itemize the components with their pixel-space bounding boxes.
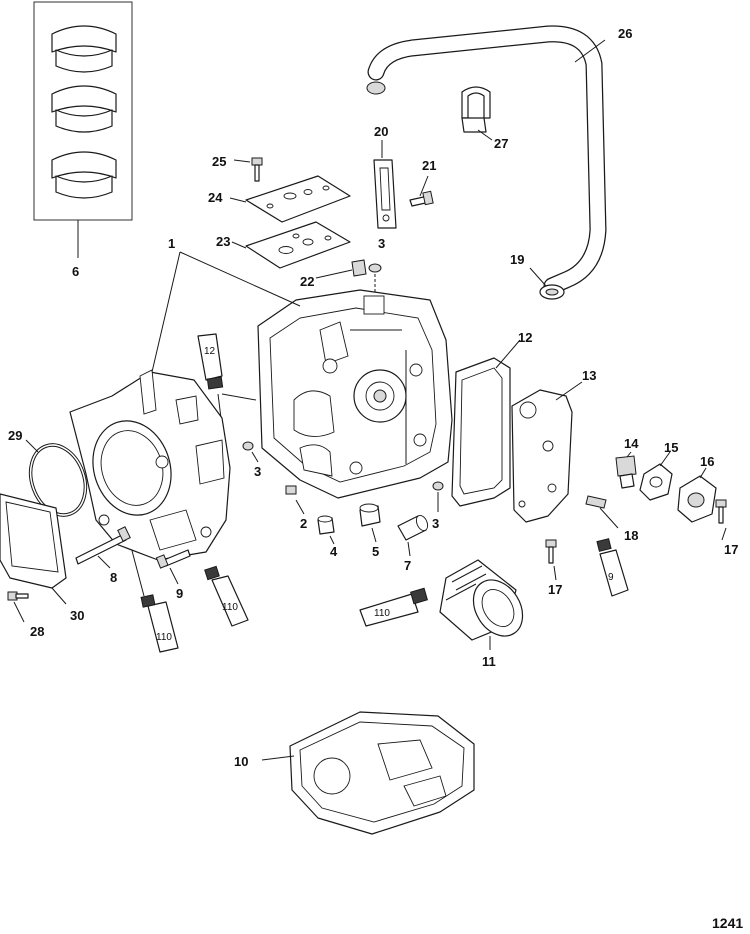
- tube-label-12: 12: [204, 346, 216, 357]
- lubricant-tube-110-c: 110: [359, 587, 429, 627]
- tube-label-110-a: 110: [156, 632, 172, 643]
- bracket-20: [373, 140, 397, 229]
- screw-28: [7, 591, 29, 623]
- screw-8: [75, 526, 131, 569]
- hose-clamp-19: [529, 267, 565, 300]
- bushing-4: [317, 515, 335, 545]
- callout-28: 28: [30, 624, 44, 639]
- tube-label-110-c: 110: [374, 608, 390, 619]
- callout-15: 15: [664, 440, 678, 455]
- tube-label-110-b: 110: [222, 602, 238, 613]
- callout-labels: 1 2 3 3 3 4 5 6 7 8 9 10 11 12 13 14 15 …: [8, 26, 738, 769]
- callout-30: 30: [70, 608, 84, 623]
- cover-30: [0, 493, 67, 605]
- callout-13: 13: [582, 368, 596, 383]
- callout-7: 7: [404, 558, 411, 573]
- callout-16: 16: [700, 454, 714, 469]
- cover-13: [511, 381, 583, 523]
- callout-14: 14: [624, 436, 639, 451]
- lubricant-tube-9: 9: [596, 538, 629, 597]
- callout-29: 29: [8, 428, 22, 443]
- screw-17-left: [545, 539, 557, 581]
- gasket-12: [451, 339, 521, 507]
- screw-9: [155, 549, 191, 585]
- callout-24: 24: [208, 190, 223, 205]
- oil-filter: [439, 559, 524, 650]
- callout-25: 25: [212, 154, 226, 169]
- callout-3-top: 3: [378, 236, 385, 251]
- callout-6: 6: [72, 264, 79, 279]
- callout-20: 20: [374, 124, 388, 139]
- callout-21: 21: [422, 158, 436, 173]
- callout-19: 19: [510, 252, 524, 267]
- callout-27: 27: [494, 136, 508, 151]
- callout-10: 10: [234, 754, 248, 769]
- pin-3-top: [368, 263, 382, 296]
- callout-8: 8: [110, 570, 117, 585]
- dowel-3-left: [242, 441, 259, 463]
- callout-23: 23: [216, 234, 230, 249]
- callout-11: 11: [482, 654, 496, 669]
- callout-5: 5: [372, 544, 379, 559]
- dowel-3-right: [432, 481, 444, 512]
- fitting-18: [585, 495, 619, 529]
- callout-17-left: 17: [548, 582, 562, 597]
- dowel-22: [315, 259, 367, 279]
- callout-17-right: 17: [724, 542, 738, 557]
- callout-1: 1: [168, 236, 175, 251]
- lubricant-tube-12: 12: [197, 333, 224, 427]
- powerhead-gasket-10: [261, 711, 475, 835]
- callout-3-right: 3: [432, 516, 439, 531]
- callout-2: 2: [300, 516, 307, 531]
- plug-14: [615, 451, 637, 489]
- lubricant-tube-110-b: 110: [204, 565, 249, 627]
- cover-16: [677, 467, 717, 523]
- callout-26: 26: [618, 26, 632, 41]
- pin-2: [285, 485, 305, 515]
- bushing-7: [397, 514, 429, 557]
- callout-22: 22: [300, 274, 314, 289]
- gasket-15: [639, 451, 673, 501]
- tube-label-9: 9: [608, 572, 614, 583]
- callout-9: 9: [176, 586, 183, 601]
- callout-3-left: 3: [254, 464, 261, 479]
- crankcase-cover: [69, 251, 257, 561]
- screw-17-right: [715, 499, 727, 541]
- bearing-kit-box: [33, 1, 133, 258]
- screw-21: [409, 175, 434, 207]
- cylinder-block: [179, 251, 453, 499]
- cover-plate-24: [229, 175, 351, 223]
- breather-hose: [366, 25, 607, 295]
- screw-25: [233, 157, 263, 182]
- bearing-shell-3: [51, 151, 117, 199]
- callout-4: 4: [330, 544, 338, 559]
- figure-reference-number: 1241: [712, 915, 743, 931]
- hose-clamp-27: [461, 86, 493, 141]
- seal-29: [25, 439, 88, 517]
- bearing-shell-1: [51, 25, 117, 73]
- bearing-shell-2: [51, 85, 117, 133]
- gasket-23: [231, 221, 351, 269]
- bushing-5: [359, 503, 381, 543]
- callout-18: 18: [624, 528, 638, 543]
- callout-12: 12: [518, 330, 532, 345]
